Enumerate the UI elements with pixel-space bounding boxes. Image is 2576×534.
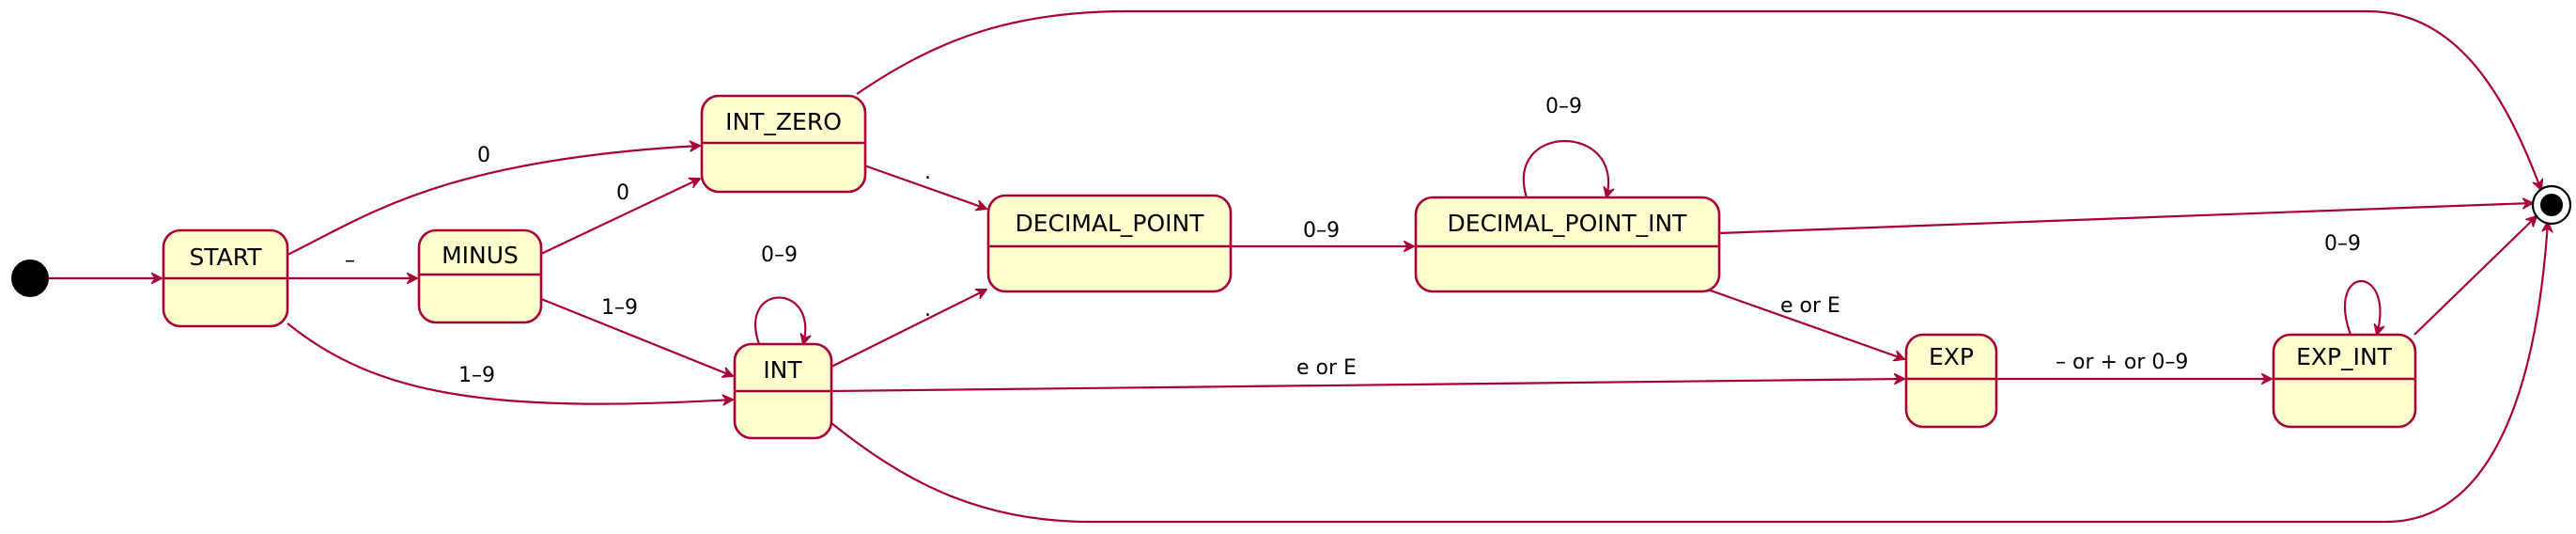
- label-decimal-point-int-to-exp: e or E: [1780, 294, 1840, 318]
- state-exp-label: EXP: [1929, 343, 1974, 370]
- state-exp: EXP: [1904, 333, 1998, 429]
- state-decimal-point-int: DECIMAL_POINT_INT: [1414, 196, 1721, 293]
- edge-start-to-int: [287, 322, 733, 404]
- label-decimal-point-to-decimal-point-int: 0–9: [1303, 219, 1340, 243]
- label-int-to-decimal-point: .: [924, 298, 931, 322]
- edge-decimal-point-int-to-end: [1718, 203, 2533, 235]
- transitions: [49, 9, 2548, 524]
- edge-exp-int-to-end: [2413, 216, 2537, 336]
- edge-int-zero-to-end: [856, 9, 2541, 190]
- state-int-zero: INT_ZERO: [700, 94, 867, 194]
- final-state-inner-dot: [2540, 194, 2563, 216]
- state-exp-int-label: EXP_INT: [2296, 343, 2393, 370]
- edge-int-to-decimal-point: [830, 289, 986, 368]
- edge-start-to-int-zero: [287, 146, 700, 256]
- state-start: START: [162, 228, 289, 328]
- label-int-to-exp: e or E: [1296, 356, 1357, 380]
- edge-minus-to-int-zero: [540, 179, 700, 255]
- state-minus: MINUS: [417, 228, 543, 324]
- label-start-to-int-zero: 0: [477, 144, 490, 167]
- state-decimal-point: DECIMAL_POINT: [986, 194, 1233, 293]
- state-exp-int: EXP_INT: [2272, 333, 2417, 429]
- label-decimal-point-int-loop: 0–9: [1545, 95, 1582, 118]
- transition-labels: 0 – 1–9 0 1–9 0–9 . . 0–9 0–9 e or E e o…: [345, 95, 2361, 387]
- initial-state-dot: [11, 259, 49, 297]
- label-exp-int-loop: 0–9: [2324, 232, 2361, 256]
- edge-minus-to-int: [540, 297, 733, 376]
- label-exp-to-exp-int: – or + or 0–9: [2056, 351, 2188, 374]
- state-decimal-point-int-label: DECIMAL_POINT_INT: [1448, 210, 1688, 237]
- edge-int-zero-to-decimal-point: [863, 164, 986, 209]
- label-int-loop: 0–9: [761, 243, 798, 267]
- state-int-zero-label: INT_ZERO: [725, 108, 842, 135]
- edge-int-to-exp: [830, 379, 1904, 393]
- label-int-zero-to-decimal-point: .: [924, 161, 931, 184]
- final-state: [2531, 184, 2572, 226]
- edge-exp-int-loop: [2344, 279, 2380, 335]
- label-minus-to-int: 1–9: [601, 296, 638, 320]
- label-start-to-int: 1–9: [458, 364, 495, 387]
- state-int-label: INT: [763, 356, 802, 384]
- edge-int-loop: [754, 296, 805, 345]
- state-int: INT: [733, 342, 833, 440]
- edge-decimal-point-int-loop: [1522, 139, 1608, 197]
- edge-decimal-point-int-to-exp: [1707, 288, 1904, 359]
- state-start-label: START: [189, 243, 262, 271]
- state-decimal-point-label: DECIMAL_POINT: [1015, 210, 1204, 237]
- state-minus-label: MINUS: [442, 242, 519, 269]
- label-minus-to-int-zero: 0: [616, 181, 629, 205]
- edge-int-to-end: [830, 222, 2548, 524]
- label-start-to-minus: –: [345, 249, 355, 273]
